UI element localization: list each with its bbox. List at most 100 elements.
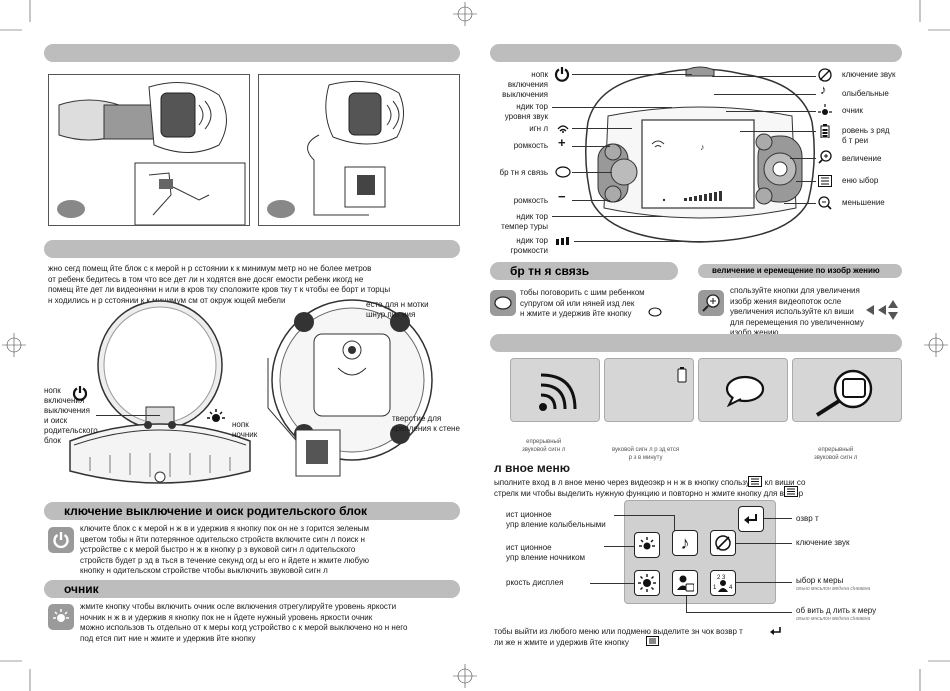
leader-line — [784, 203, 816, 204]
power-line: ключите блок с к мерой н ж в и удержив я… — [80, 524, 369, 533]
menu-label-brightness: ркость дисплея — [506, 578, 564, 587]
power-section-bar: ключение выключение и оиск родительского… — [44, 502, 460, 520]
speech-bubble-icon — [725, 375, 765, 407]
placement-line: от ребенк бедитесь в том что все дет ли … — [48, 274, 364, 284]
leader-line — [572, 200, 610, 201]
arrow-keys-icon — [866, 300, 898, 320]
zoom-line: спользуйте кнопки для увеличения — [730, 286, 860, 295]
zoom-line: изобр жению — [730, 328, 779, 337]
menu-label-back: озвр т — [796, 514, 819, 523]
power-icon — [554, 67, 570, 82]
menu-remote-lullaby-key[interactable]: ♪ — [672, 530, 698, 556]
leader-line — [790, 158, 816, 159]
alert-panel-battery — [604, 358, 694, 422]
leader-line — [740, 131, 816, 132]
cord-slot-label: есто для н мотки шнур пит ния — [366, 300, 429, 319]
device-label-power: нопк включения выключения — [502, 70, 548, 99]
menu-mute-key[interactable] — [710, 530, 736, 556]
power-text: ключите блок с к мерой н ж в и удержив я… — [80, 524, 460, 577]
mute-icon — [818, 68, 832, 82]
nightlight-line: под ется пит ние н жмите и удержив йте к… — [80, 633, 256, 643]
menu-icon — [784, 486, 798, 497]
return-arrow-icon — [770, 627, 781, 635]
speech-bubble-icon — [555, 166, 571, 178]
nightlight-button-label: нопк ночник — [232, 420, 258, 439]
leader-line — [796, 181, 816, 182]
leader-line — [574, 241, 704, 242]
menu-label-remote-lullaby: ист ционное упр вление колыбельными — [506, 510, 606, 529]
alert-panel-talkback — [698, 358, 788, 422]
leader-line — [96, 415, 160, 416]
placement-bar — [44, 240, 460, 258]
battery-icon — [820, 124, 830, 138]
menu-brightness-key[interactable] — [634, 570, 660, 596]
menu-label-select-camera: ыбор к меры — [796, 576, 844, 585]
zoom-in-icon — [818, 150, 832, 164]
back-text: тобы выйти из любого меню или подменю вы… — [494, 627, 794, 648]
device-label-volume-up: ромкость — [513, 141, 548, 150]
right-top-bar — [490, 44, 902, 62]
svg-text:♪: ♪ — [700, 142, 705, 152]
mute-icon — [715, 535, 731, 551]
alert-caption-4: епрерывный звуковой сигн л — [814, 447, 858, 461]
leader-line — [604, 546, 634, 547]
menu-icon — [818, 175, 832, 187]
device-label-zoom-in: величение — [842, 154, 882, 163]
zoom-in-icon — [702, 294, 720, 312]
nightlight-line: ночник н ж в и удержив я кнопку пок не н… — [80, 612, 373, 622]
menu-label-remote-nightlight: ист ционное упр вление ночником — [506, 543, 586, 562]
leader-line — [572, 128, 632, 129]
zoom-out-icon — [818, 196, 832, 210]
menu-label-add-camera: об вить д лить к меру — [796, 606, 877, 615]
alerts-section-bar — [490, 334, 902, 352]
power-line: цветом тобы н йти потерянное одительско … — [80, 534, 365, 544]
leader-line — [552, 107, 672, 108]
signal-icon — [557, 125, 569, 133]
menu-small-note: ольно мнсьлон медгна сlневвна — [796, 586, 871, 592]
speech-bubble-icon — [494, 296, 512, 310]
nightlight-section-bar: очник — [44, 580, 460, 598]
device-label-nightlight: очник — [842, 106, 863, 115]
zoom-line: для перемещения по увеличенному — [730, 317, 864, 327]
alert-caption-2: вуковой сигн л р зд ется р з в минуту — [612, 447, 680, 461]
device-label-mute: ключение звук — [842, 70, 896, 79]
menu-icon — [748, 476, 762, 487]
menu-small-note: ольно мнсьлон медгна сlневвна — [796, 616, 871, 622]
nightlight-icon — [639, 537, 655, 550]
music-note-icon: ♪ — [820, 82, 827, 97]
device-label-sound-level: ндик тор уровня звук — [504, 102, 548, 121]
zoom-section-bar: величение и еремещение по изобр жению — [698, 264, 902, 278]
power-icon-box — [48, 527, 74, 553]
device-label-menu-select: еню ыбор — [842, 176, 879, 185]
plus-icon: + — [558, 135, 566, 150]
placement-line: н ходились н р сстоянии к к минимум см о… — [48, 295, 286, 305]
menu-line: ыполните вход в л вное меню через видеоэ… — [494, 478, 806, 487]
leader-line — [674, 515, 675, 531]
leader-line — [686, 612, 792, 613]
leader-line — [736, 543, 792, 544]
camera-unit-illustration — [69, 300, 251, 484]
power-icon — [72, 386, 88, 401]
menu-label-mute: ключение звук — [796, 538, 850, 547]
menu-remote-nightlight-key[interactable] — [634, 532, 660, 558]
leader-line — [572, 146, 610, 147]
placement-line: помещ йте дет ли видеоняни н или в кров … — [48, 285, 391, 294]
minus-icon: − — [558, 189, 566, 204]
leader-line — [686, 596, 687, 612]
leader-line — [714, 94, 816, 95]
device-label-zoom-out: меньшение — [842, 198, 885, 207]
nightlight-line: жмите кнопку чтобы включить очник осле в… — [80, 602, 397, 611]
menu-add-camera-key[interactable] — [672, 570, 698, 596]
menu-back-key[interactable] — [738, 506, 764, 532]
nightlight-line: можно использов ть отдельно от к меры ко… — [80, 623, 408, 632]
camera-mount-illustration — [57, 82, 246, 225]
alert-panel-signal — [510, 358, 600, 422]
camera-back-illustration — [267, 299, 433, 477]
talkback-section-bar: бр тн я связь — [490, 262, 678, 280]
menu-title: л вное меню — [494, 461, 570, 475]
placement-line: жно сегд помещ йте блок с к мерой н р сс… — [48, 264, 372, 273]
volume-bars-icon — [556, 237, 569, 245]
nightlight-text: жмите кнопку чтобы включить очник осле в… — [80, 602, 460, 644]
